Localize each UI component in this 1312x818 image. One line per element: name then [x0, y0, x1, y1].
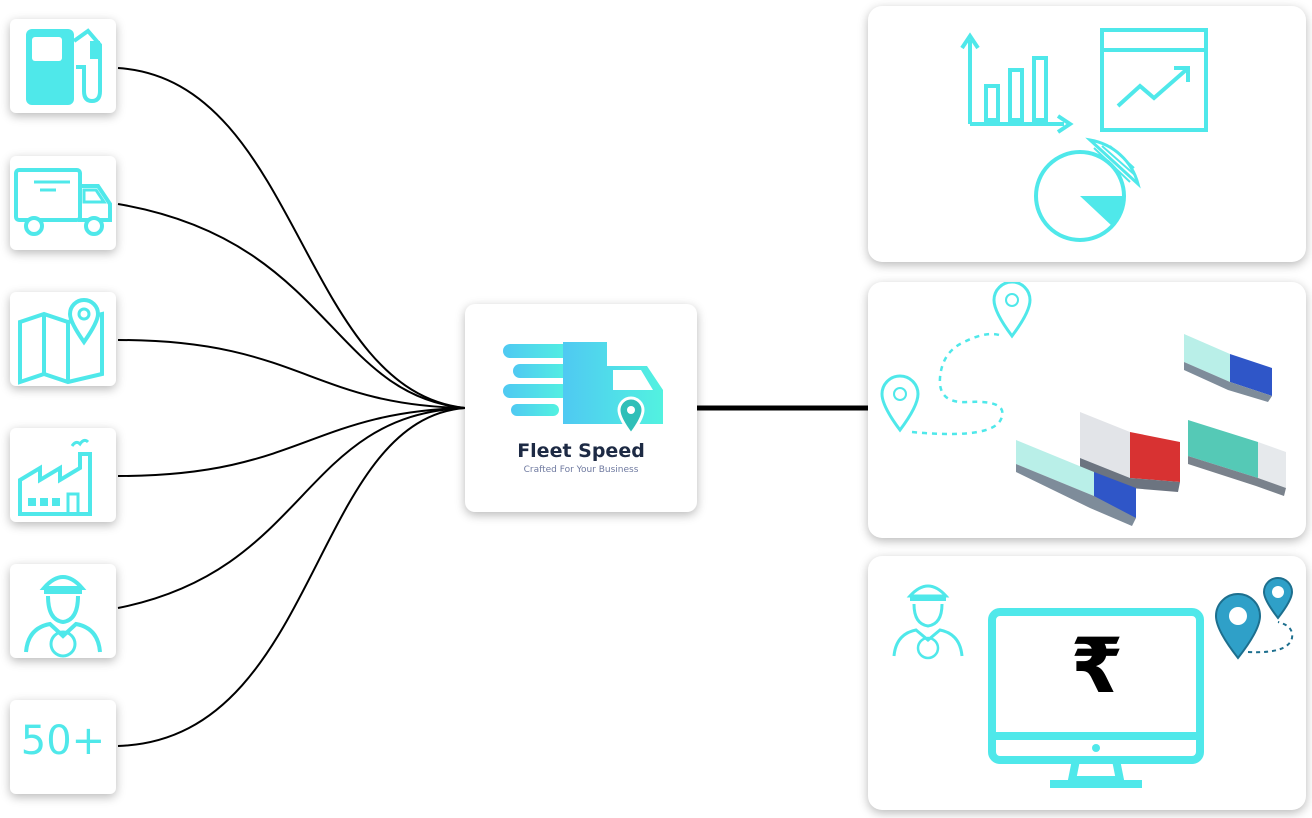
payment-panel[interactable]: ₹ [868, 556, 1306, 810]
analytics-charts-icon [960, 28, 1208, 242]
route-trucks-icon [880, 280, 1286, 526]
connector-line [117, 339, 466, 409]
count-badge: 50+ [20, 718, 106, 764]
map-pin-icon [18, 298, 104, 385]
analytics-panel[interactable] [868, 6, 1306, 262]
connector-line [117, 67, 466, 409]
driver-small-icon [892, 584, 964, 660]
delivery-truck-icon [14, 168, 112, 236]
connector-line [117, 407, 466, 747]
driver-icon [24, 575, 102, 658]
route-panel[interactable] [868, 280, 1306, 538]
truck-card[interactable] [10, 156, 116, 250]
connector-line [117, 407, 466, 477]
brand-tagline: Crafted For Your Business [523, 465, 639, 475]
count-card[interactable]: 50+ [10, 700, 116, 794]
factory-card[interactable] [10, 428, 116, 522]
fuel-card[interactable] [10, 19, 116, 113]
brand-hub[interactable]: Fleet Speed Crafted For Your Business [465, 304, 697, 512]
connector-line [117, 203, 466, 409]
map-card[interactable] [10, 292, 116, 386]
connector-line [117, 407, 466, 609]
driver-card[interactable] [10, 564, 116, 658]
location-pins-icon [1214, 577, 1294, 660]
fleet-speed-logo-icon [503, 342, 663, 434]
factory-icon [18, 438, 92, 516]
currency-symbol: ₹ [1070, 621, 1124, 710]
monitor-icon [988, 608, 1204, 788]
brand-name: Fleet Speed [517, 440, 645, 462]
fuel-pump-icon [26, 28, 102, 105]
